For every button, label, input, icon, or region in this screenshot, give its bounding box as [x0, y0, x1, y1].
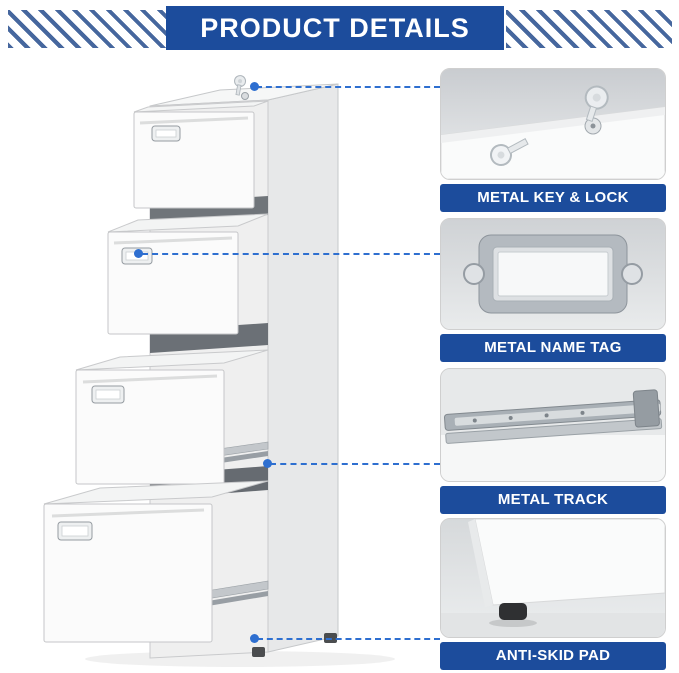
callout-dot-name-tag	[134, 249, 143, 258]
key-icon	[234, 75, 247, 96]
cabinet-corner	[474, 519, 665, 606]
label-holder-4	[57, 521, 93, 541]
label-holder-3	[91, 385, 125, 404]
spare-key-icon	[490, 138, 529, 166]
screw-left-icon	[463, 263, 485, 285]
detail-card-key-lock: METAL KEY & LOCK	[440, 68, 666, 212]
drawer-3[interactable]	[75, 349, 269, 485]
pad-image	[441, 519, 665, 637]
label-holder-1	[151, 125, 181, 142]
track-image	[441, 369, 665, 481]
name-tag-photo	[440, 218, 666, 330]
anti-skid-foot-front	[252, 647, 265, 657]
callout-line-name-tag	[142, 253, 440, 255]
lock-icon	[584, 117, 602, 135]
callout-line-key-lock	[256, 86, 440, 88]
detail-card-pad: ANTI-SKID PAD	[440, 518, 666, 670]
caption-track: METAL TRACK	[440, 486, 666, 514]
caption-key-lock: METAL KEY & LOCK	[440, 184, 666, 212]
decor-stripes-left	[8, 10, 166, 48]
decor-stripes-right	[506, 10, 672, 48]
callout-line-track	[270, 463, 440, 465]
drawer-slide-rail	[443, 389, 663, 444]
callout-dot-key-lock	[250, 82, 259, 91]
cabinet-side-panel	[267, 83, 339, 653]
pad-photo	[440, 518, 666, 638]
filing-cabinet-image	[43, 75, 395, 667]
name-tag-plate	[478, 234, 628, 314]
key-icon	[584, 85, 609, 122]
key-lock-photo	[440, 68, 666, 180]
callout-line-pad	[257, 638, 440, 640]
anti-skid-pad-icon	[499, 603, 527, 620]
callout-dot-track	[263, 459, 272, 468]
rail-bracket	[632, 389, 660, 428]
lock-icon	[241, 92, 249, 100]
page-title: PRODUCT DETAILS	[166, 6, 504, 50]
name-tag-image	[441, 219, 665, 329]
key-lock-image	[441, 69, 665, 179]
caption-pad: ANTI-SKID PAD	[440, 642, 666, 670]
callout-dot-pad	[250, 634, 259, 643]
caption-name-tag: METAL NAME TAG	[440, 334, 666, 362]
detail-card-name-tag: METAL NAME TAG	[440, 218, 666, 362]
drawer-4[interactable]	[43, 480, 269, 643]
track-photo	[440, 368, 666, 482]
detail-card-track: METAL TRACK	[440, 368, 666, 514]
screw-right-icon	[621, 263, 643, 285]
cabinet-illustration	[0, 55, 440, 673]
drawer-1[interactable]	[133, 100, 269, 209]
